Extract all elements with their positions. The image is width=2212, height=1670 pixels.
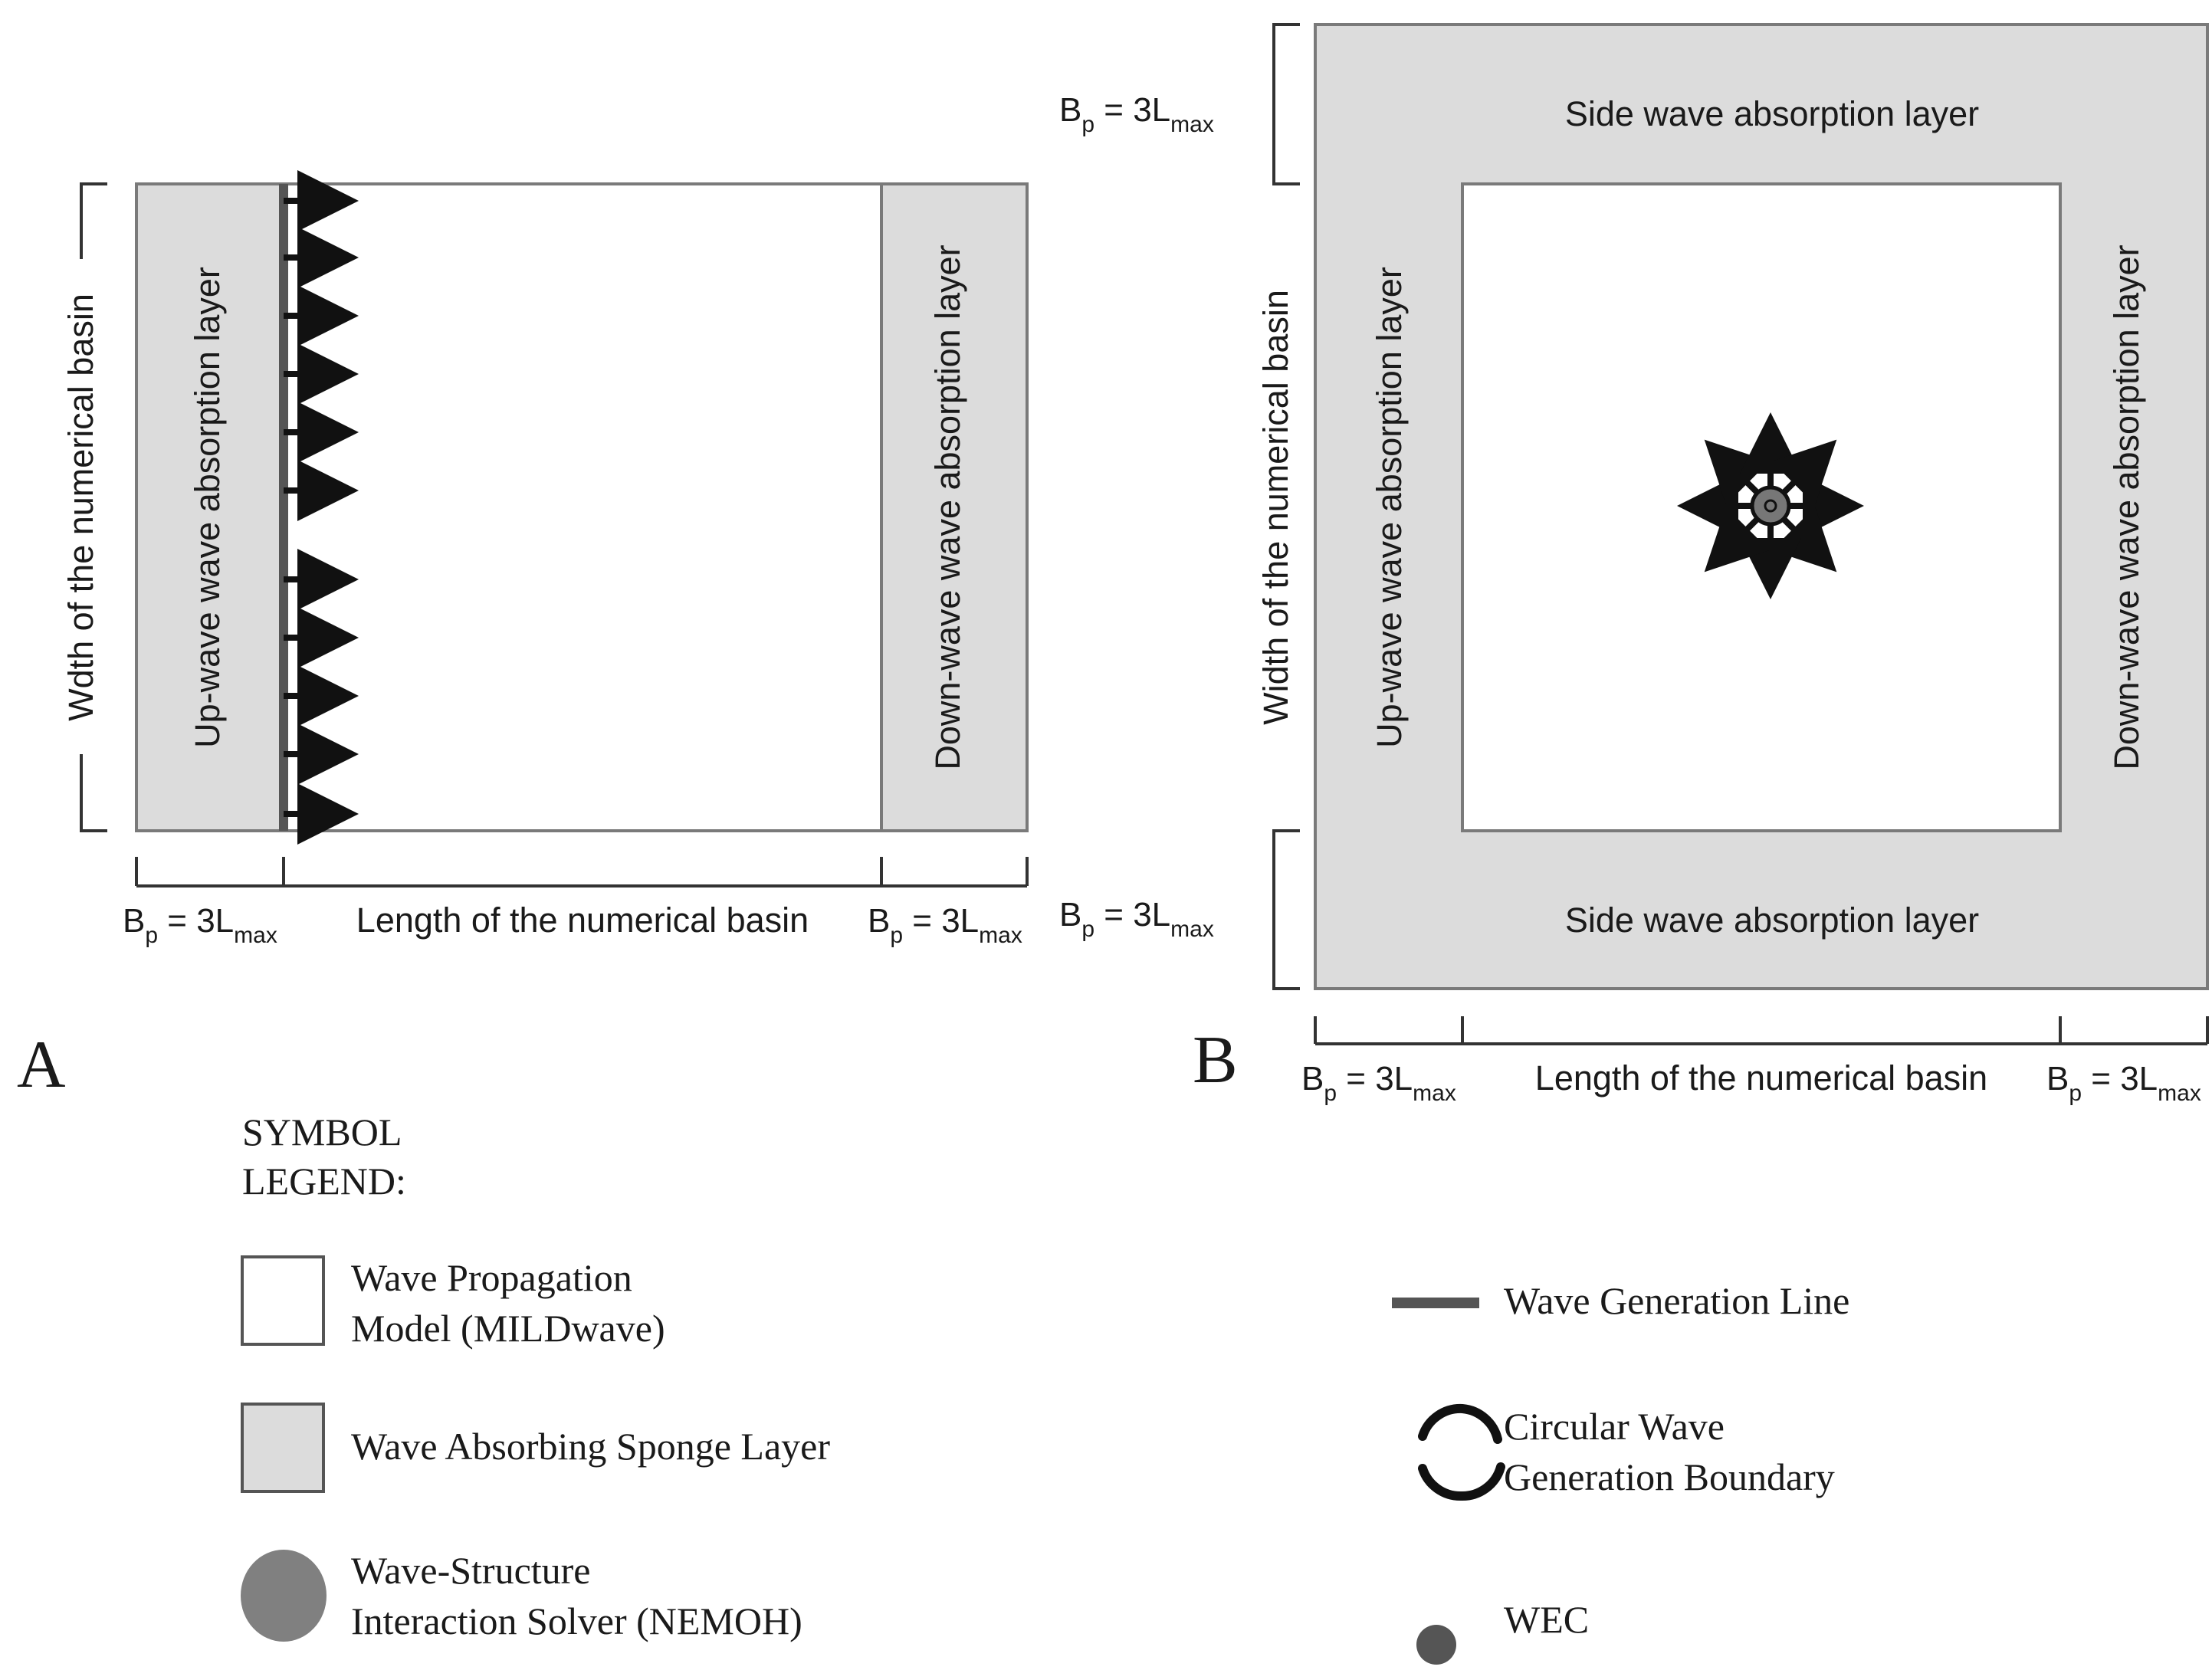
- symbol-legend: SYMBOL LEGEND: Wave Propagation Model (M…: [241, 1111, 1849, 1665]
- panel-b-bp-right: Bp = 3Lmax: [2046, 1060, 2201, 1106]
- panel-a-down-layer-label: Down-wave wave absorption layer: [928, 244, 967, 769]
- legend-circular-line1: Circular Wave: [1504, 1405, 1725, 1448]
- panel-a-width-label-bg: [54, 259, 107, 754]
- panel-a-wave-propagation-domain: [282, 182, 883, 832]
- panel-b-bp-left: Bp = 3Lmax: [1301, 1060, 1456, 1106]
- panel-a-length-label: Length of the numerical basin: [356, 901, 809, 940]
- legend-circular-line2: Generation Boundary: [1504, 1455, 1835, 1498]
- panel-a-bp-left: Bp = 3Lmax: [123, 902, 277, 948]
- panel-b-side-layer-bottom: Side wave absorption layer: [1565, 901, 1979, 940]
- legend-circular-boundary-symbol: [1418, 1403, 1505, 1501]
- legend-wec-label: WEC: [1504, 1598, 1589, 1641]
- legend-wec-symbol: [1416, 1625, 1456, 1665]
- panel-a-down-sponge: [880, 182, 1029, 832]
- legend-nemoh-line2: Interaction Solver (NEMOH): [351, 1599, 802, 1642]
- panel-a-length-dimension: [135, 857, 1029, 887]
- panel-b-length-dimension: [1314, 1016, 2209, 1045]
- panel-a: Up-wave wave absorption layer Down-wave …: [17, 170, 1214, 1102]
- panel-a-bp-right: Bp = 3Lmax: [868, 902, 1022, 948]
- legend-nemoh-line1: Wave-Structure: [351, 1549, 591, 1592]
- panel-b-wec-center: [1764, 499, 1777, 513]
- legend-wave-propagation-line2: Model (MILDwave): [351, 1307, 665, 1350]
- panel-b: Side wave absorption layer Side wave abs…: [1059, 23, 2209, 1106]
- panel-b-bp-top: Bp = 3Lmax: [1059, 91, 1214, 137]
- legend-wave-propagation-line1: Wave Propagation: [351, 1256, 632, 1299]
- panel-b-top-bracket: [1272, 23, 1300, 185]
- panel-b-down-layer-label: Down-wave wave absorption layer: [2107, 244, 2146, 769]
- panel-b-side-layer-top: Side wave absorption layer: [1565, 94, 1979, 133]
- panel-a-up-sponge: [135, 182, 285, 832]
- panel-b-up-layer-label: Up-wave wave absorption layer: [1370, 267, 1409, 748]
- legend-sponge-label: Wave Absorbing Sponge Layer: [351, 1425, 830, 1468]
- legend-sponge-swatch: [241, 1403, 325, 1493]
- legend-title-2: LEGEND:: [242, 1160, 406, 1202]
- panel-a-up-layer-label: Up-wave wave absorption layer: [188, 267, 227, 748]
- panel-a-generation-arrows: [284, 170, 359, 845]
- panel-a-letter: A: [17, 1028, 66, 1102]
- legend-title: SYMBOL: [242, 1111, 402, 1153]
- panel-b-letter: B: [1193, 1023, 1238, 1097]
- panel-b-length-label: Length of the numerical basin: [1535, 1058, 1987, 1097]
- panel-b-width-label: Width of the numerical basin: [1256, 290, 1295, 725]
- panel-a-width-label: Wdth of the numerical basin: [61, 294, 100, 721]
- panel-a-bp-far-right: Bp = 3Lmax: [1059, 896, 1214, 942]
- legend-wave-propagation-swatch: [241, 1255, 325, 1346]
- legend-wave-generation-line-label: Wave Generation Line: [1504, 1279, 1849, 1322]
- panel-b-bottom-bracket: [1272, 829, 1300, 990]
- legend-nemoh-solver-symbol: [241, 1550, 327, 1642]
- panel-b-wec: [1750, 485, 1791, 527]
